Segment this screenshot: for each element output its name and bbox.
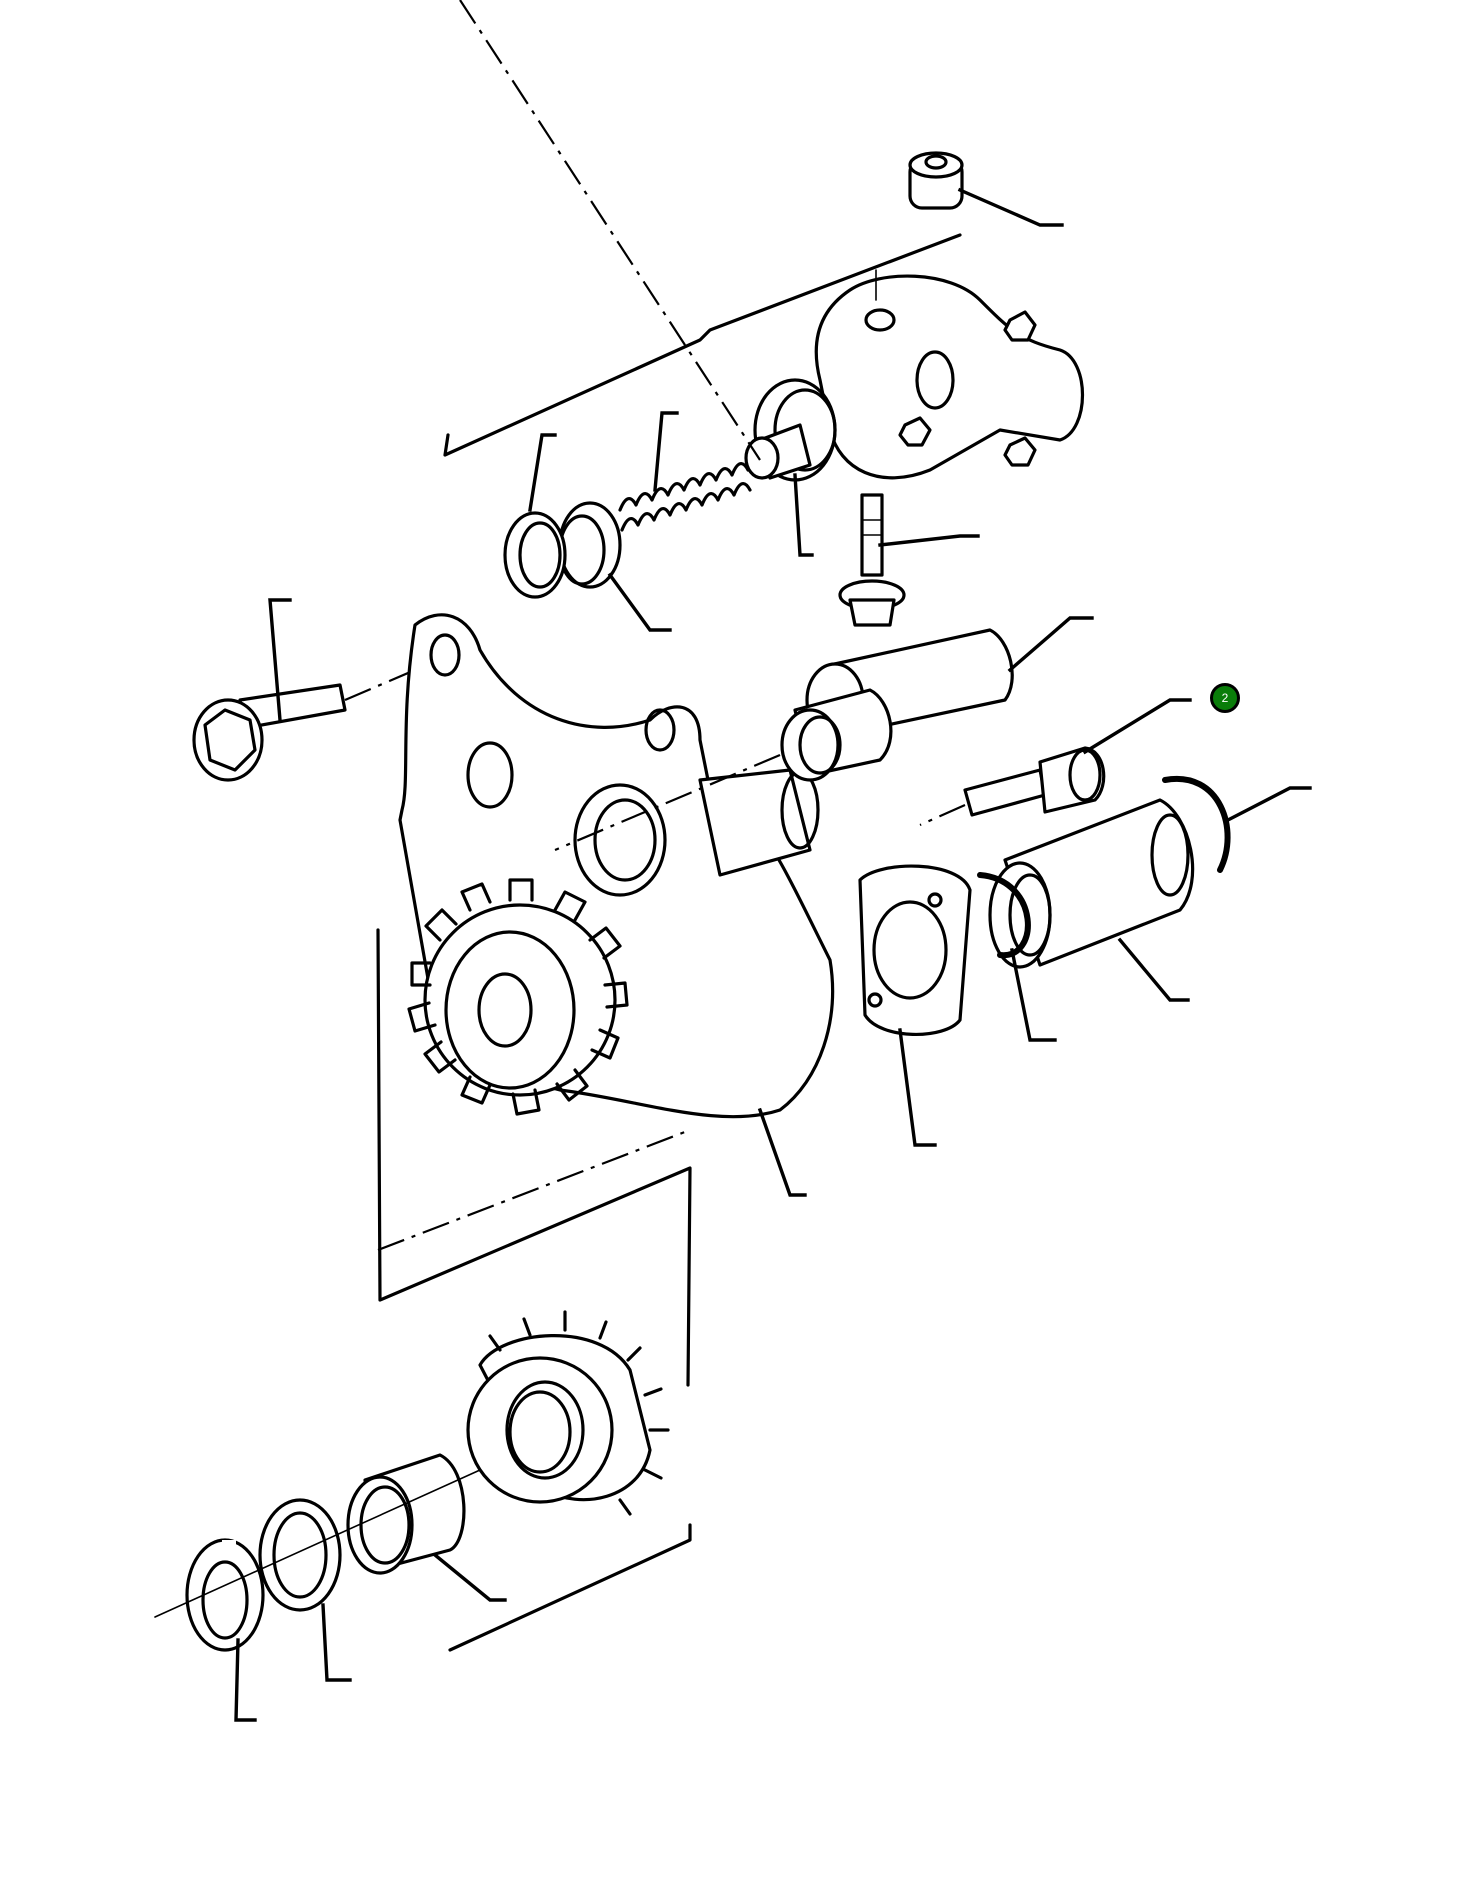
outlet-tube xyxy=(988,798,1195,1002)
valve-plunger xyxy=(744,423,814,557)
callout-hotspot-label: 2 xyxy=(1221,691,1229,705)
bushing xyxy=(780,688,893,782)
spring xyxy=(618,411,752,532)
cap-screw xyxy=(919,698,1192,827)
idler-assembly-bracket xyxy=(448,1523,692,1652)
callout-hotspot-2[interactable]: 2 xyxy=(1210,683,1240,713)
idler-gear-bracket xyxy=(376,928,692,1387)
retaining-ring xyxy=(185,1538,265,1722)
idler-gear xyxy=(466,1310,670,1516)
axis-idler-parts xyxy=(154,1469,481,1618)
axis-relief-valve xyxy=(459,0,761,461)
pump-body xyxy=(398,613,835,1197)
drive-gear xyxy=(407,878,629,1116)
assembly-bracket-top xyxy=(443,233,962,457)
axis-shaft xyxy=(554,753,781,852)
spring-seat xyxy=(558,501,672,632)
cap-nut xyxy=(908,151,1064,227)
flange-bolt xyxy=(192,598,451,782)
gasket xyxy=(858,864,972,1147)
o-ring xyxy=(977,872,1057,1042)
snap-ring xyxy=(1162,775,1312,873)
gear-bushing xyxy=(346,1453,507,1602)
axis-idler xyxy=(377,1128,691,1252)
circlip xyxy=(503,433,567,599)
thrust-washer xyxy=(258,1498,352,1682)
housing-bolt xyxy=(838,493,980,627)
